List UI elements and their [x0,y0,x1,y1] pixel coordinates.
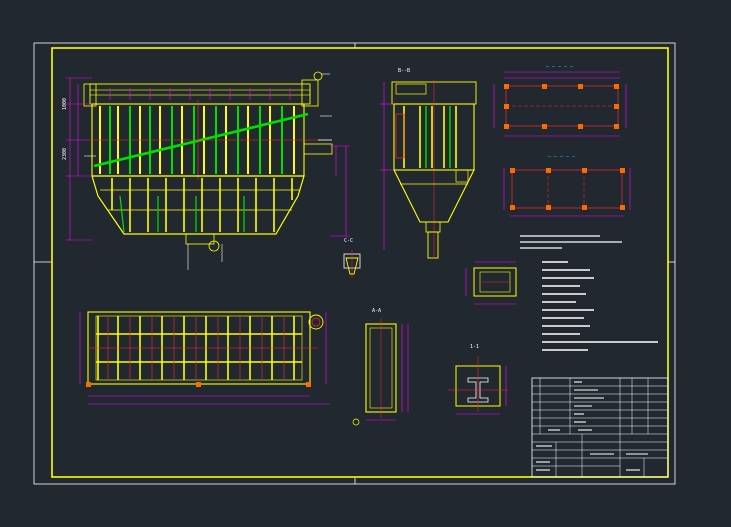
detail-a: A-A [352,308,409,426]
section-1: 1-1 [448,344,508,415]
front-header-ticks [109,88,291,100]
side-view: B--B [380,68,477,259]
detail-b [465,261,517,305]
sheet-frame [33,42,676,485]
svg-text:— — — — —: — — — — — [548,154,576,160]
drawing-border [51,47,669,478]
anchor-plan-top: — — — — — [493,64,627,137]
upper-notes [520,235,622,249]
svg-text:1000: 1000 [62,98,68,110]
detail-a-caption: A-A [372,308,381,314]
svg-text:B--B: B--B [398,68,410,74]
detail-c-caption: C-C [344,238,353,244]
front-view: 1000 2300 [62,71,350,270]
technical-notes [542,261,658,351]
section-1-caption: 1-1 [470,344,479,350]
anchor-plan-bottom: — — — — — [503,154,631,217]
detail-c: C-C [343,238,361,278]
title-block [531,377,669,478]
svg-text:— — — — —: — — — — — [546,64,574,70]
svg-text:2300: 2300 [62,148,68,160]
plan-view [79,311,330,405]
